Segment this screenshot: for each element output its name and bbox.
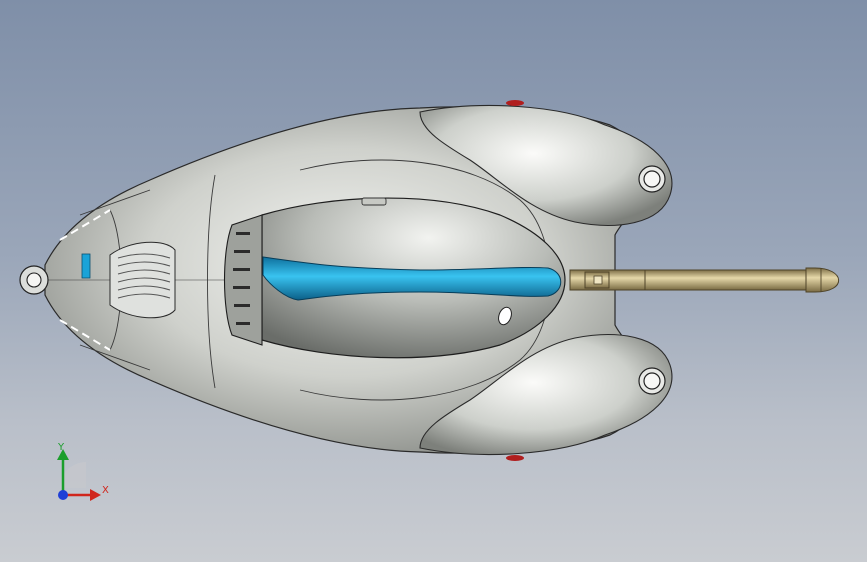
- pod-ring-bottom: [638, 367, 666, 395]
- front-accent: [81, 253, 91, 279]
- front-ridge-top: [59, 209, 111, 241]
- light-top: [506, 100, 524, 106]
- tow-ring: [19, 265, 49, 295]
- turret-window: [498, 306, 512, 326]
- light-bottom: [506, 455, 524, 461]
- turret-ring: [224, 214, 263, 346]
- coordinate-triad: Y X: [40, 440, 120, 510]
- front-ridge-bottom: [59, 319, 111, 351]
- gun-barrel[interactable]: [569, 267, 840, 293]
- pod-ring-top: [638, 165, 666, 193]
- pod-top[interactable]: [419, 105, 673, 226]
- front-grille: [109, 241, 176, 319]
- axis-y-label: Y: [58, 442, 65, 453]
- turret-hatch: [361, 197, 387, 206]
- pod-bottom[interactable]: [419, 334, 673, 455]
- turret-spine: [262, 256, 562, 301]
- axis-x-label: X: [102, 485, 109, 496]
- triad-icon: [57, 449, 101, 501]
